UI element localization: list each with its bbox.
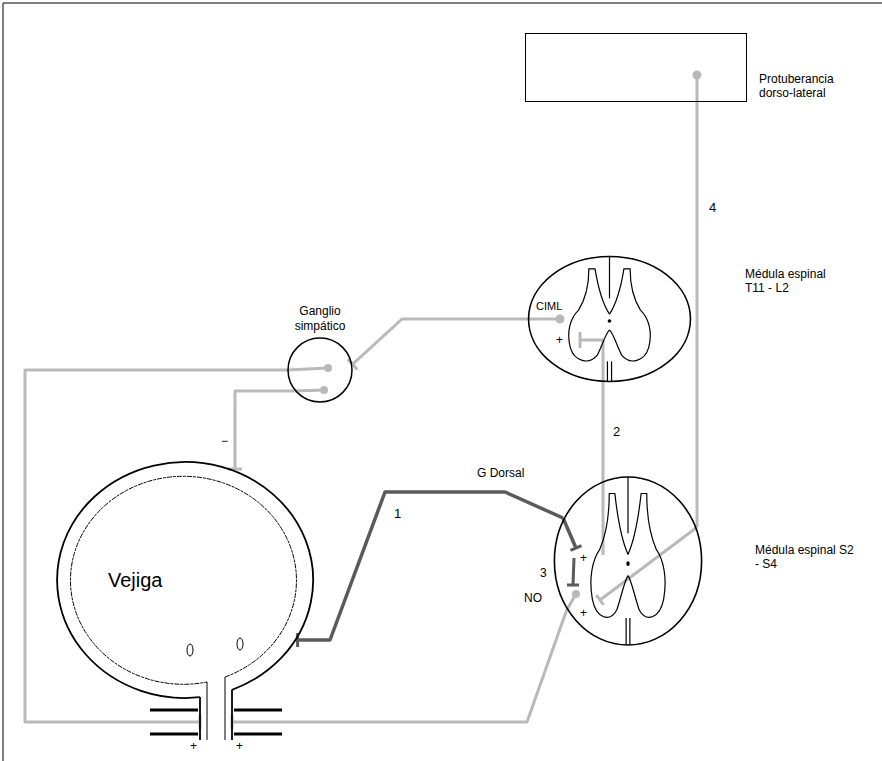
spinal-cord-section: Médula espinal S2 - S4 [553, 475, 703, 647]
frame-line [3, 3, 882, 4]
nerve-pathway [602, 383, 603, 480]
median-septum [609, 256, 610, 298]
bladder-mucosa [70, 476, 296, 684]
synapse-bar [596, 595, 603, 605]
ganglion-circle: Ganglio simpático [287, 337, 353, 403]
sign-label: − [221, 434, 228, 448]
sphincter-muscle [150, 733, 198, 736]
nerve-fiber [601, 383, 604, 480]
median-fissure [607, 361, 608, 381]
median-fissure [626, 618, 627, 645]
synapse-bar [567, 584, 579, 587]
nerve-pathway [25, 370, 287, 729]
nerve-fiber [232, 610, 567, 722]
sphincter-muscle [234, 709, 282, 712]
callout-number: 3 [540, 566, 547, 580]
pathway-number: 1 [392, 506, 403, 522]
urethra-lumen [225, 677, 226, 740]
sphincter-muscle [234, 733, 282, 736]
nerve-pathway [298, 492, 563, 647]
nerve-fiber [298, 492, 563, 640]
nucleus-label: NO [524, 591, 542, 605]
pathway-number: 2 [611, 424, 622, 440]
sign-label: + [236, 739, 243, 753]
sign-label: + [580, 606, 587, 620]
sign-label: + [556, 333, 563, 347]
organ-label: Vejiga [108, 568, 163, 592]
ganglion-label: Ganglio simpático [280, 304, 360, 333]
neuron-body [320, 386, 328, 394]
neuron-axon [295, 390, 324, 391]
synapse-bar [579, 332, 582, 348]
urethra-wall [199, 697, 201, 740]
nerve-fiber [25, 370, 287, 722]
central-canal [608, 319, 612, 323]
grey-matter [591, 494, 628, 618]
nerve-fiber [352, 319, 527, 364]
sign-label: + [580, 551, 587, 565]
sign-label: + [190, 739, 197, 753]
nerve-pathway [232, 610, 567, 729]
neuron-axon [527, 318, 560, 321]
neuron-body [324, 364, 332, 372]
neuron-body [556, 315, 565, 324]
nerve-fiber [696, 102, 699, 527]
pathway-number: 4 [707, 200, 718, 216]
central-canal [626, 561, 629, 566]
bladder-wall [57, 462, 313, 698]
grey-matter [569, 269, 610, 361]
ganglion-outline [288, 338, 352, 402]
bladder-organ: Vejiga [55, 460, 315, 740]
bladder-outline [55, 460, 315, 740]
neuron-axon [580, 340, 603, 383]
urethra-lumen [207, 682, 208, 740]
afferent-axon [563, 518, 576, 548]
urethra-wall [231, 690, 233, 741]
segment-label: Médula espinal S2 - S4 [755, 543, 855, 572]
nerve-pathway [348, 319, 527, 369]
nerve-pathway [228, 391, 295, 469]
grey-matter [610, 269, 651, 361]
cord-outline [529, 256, 691, 381]
grey-matter [628, 494, 665, 618]
ganglion-label: G Dorsal [477, 466, 524, 480]
segment-label: Médula espinal T11 - L2 [745, 267, 845, 296]
frame-line [3, 3, 4, 761]
neuron-axon [287, 368, 328, 370]
interneuron-axon [573, 558, 574, 585]
synapse-bar [571, 546, 582, 551]
circle-outline [287, 337, 353, 403]
cord-outline [527, 255, 692, 383]
median-fissure [611, 361, 612, 381]
pons-box: Protuberancia dorso-lateral [525, 33, 747, 102]
nerve-pathway [697, 102, 698, 527]
nucleus-label: CIML [536, 300, 562, 313]
ureteral-orifice [187, 644, 193, 656]
region-label: Protuberancia dorso-lateral [759, 72, 859, 101]
median-fissure [629, 618, 630, 645]
sphincter-muscle [150, 709, 198, 712]
neuron-axon [600, 527, 697, 600]
median-septum [627, 477, 628, 533]
neuron-body [693, 71, 702, 80]
cord-outline [553, 475, 703, 647]
spinal-cord-section: Médula espinal T11 - L2 [527, 255, 692, 383]
neuron-body [572, 590, 580, 598]
cord-outline [554, 477, 701, 645]
nerve-fiber [235, 391, 295, 469]
ureteral-orifice [237, 638, 243, 650]
